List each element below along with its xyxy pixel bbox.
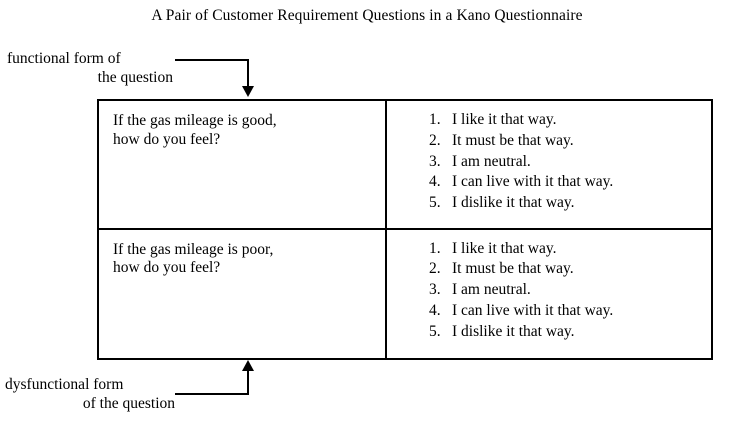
table-row: If the gas mileage is poor, how do you f… xyxy=(99,229,711,359)
label-dysfunctional-form: dysfunctional form of the question xyxy=(5,376,177,413)
answer-label: I dislike it that way. xyxy=(452,322,575,340)
answer-options-list: 1. I like it that way. 2. It must be that … xyxy=(387,110,711,214)
answer-number: 5. xyxy=(429,322,441,340)
answer-label: It must be that way. xyxy=(452,131,574,149)
label-dysfunctional-form-line1: dysfunctional form xyxy=(5,376,124,393)
list-item[interactable]: 4. I can live with it that way. xyxy=(387,301,711,322)
answer-number: 4. xyxy=(429,173,441,191)
label-dysfunctional-form-line2: of the question xyxy=(82,394,175,412)
list-item[interactable]: 3. I am neutral. xyxy=(387,280,711,301)
question-cell: If the gas mileage is good, how do you f… xyxy=(99,101,387,228)
question-text-line2: how do you feel? xyxy=(113,130,221,148)
answers-cell: 1. I like it that way. 2. It must be that … xyxy=(387,230,711,359)
answer-number: 3. xyxy=(429,281,441,299)
answer-options-list: 1. I like it that way. 2. It must be that … xyxy=(387,239,711,343)
answer-number: 2. xyxy=(429,260,441,278)
arrow-up-icon xyxy=(242,360,254,371)
answer-number: 5. xyxy=(429,194,441,212)
question-text-line1: If the gas mileage is poor, xyxy=(113,240,274,258)
answers-cell: 1. I like it that way. 2. It must be that … xyxy=(387,101,711,228)
answer-number: 1. xyxy=(429,239,441,257)
questionnaire-table: If the gas mileage is good, how do you f… xyxy=(97,99,713,360)
question-text-line2: how do you feel? xyxy=(113,259,221,276)
list-item[interactable]: 4. I can live with it that way. xyxy=(387,172,711,193)
answer-number: 3. xyxy=(429,152,441,170)
list-item[interactable]: 1. I like it that way. xyxy=(387,239,711,260)
label-functional-form-line2: the question xyxy=(97,68,173,86)
answer-number: 4. xyxy=(429,301,441,319)
figure-title: A Pair of Customer Requirement Questions… xyxy=(151,7,583,24)
answer-label: It must be that way. xyxy=(452,260,574,278)
answer-number: 1. xyxy=(429,111,441,128)
answer-label: I am neutral. xyxy=(452,281,531,299)
answer-label: I can live with it that way. xyxy=(452,173,614,191)
table-row: If the gas mileage is good, how do you f… xyxy=(99,101,711,230)
answer-label: I like it that way. xyxy=(452,111,557,128)
list-item[interactable]: 5. I dislike it that way. xyxy=(387,193,711,214)
list-item[interactable]: 3. I am neutral. xyxy=(387,152,711,173)
answer-label: I like it that way. xyxy=(452,239,557,257)
list-item[interactable]: 2. It must be that way. xyxy=(387,259,711,280)
answer-label: I dislike it that way. xyxy=(452,194,575,212)
answer-label: I can live with it that way. xyxy=(452,301,614,319)
list-item[interactable]: 5. I dislike it that way. xyxy=(387,322,711,343)
list-item[interactable]: 2. It must be that way. xyxy=(387,131,711,152)
functional-leader-horizontal-line xyxy=(175,59,249,61)
dysfunctional-leader-vertical-line xyxy=(247,371,249,395)
functional-leader-vertical-line xyxy=(247,59,249,87)
label-functional-form: functional form of the question xyxy=(7,50,177,87)
answer-label: I am neutral. xyxy=(452,152,531,170)
question-cell: If the gas mileage is poor, how do you f… xyxy=(99,229,387,358)
answer-number: 2. xyxy=(429,131,441,149)
dysfunctional-leader-horizontal-line xyxy=(175,393,249,395)
list-item[interactable]: 1. I like it that way. xyxy=(387,110,711,131)
question-text-line1: If the gas mileage is good, xyxy=(113,112,277,129)
label-functional-form-line1: functional form of xyxy=(7,50,121,67)
arrow-down-icon xyxy=(242,86,254,97)
